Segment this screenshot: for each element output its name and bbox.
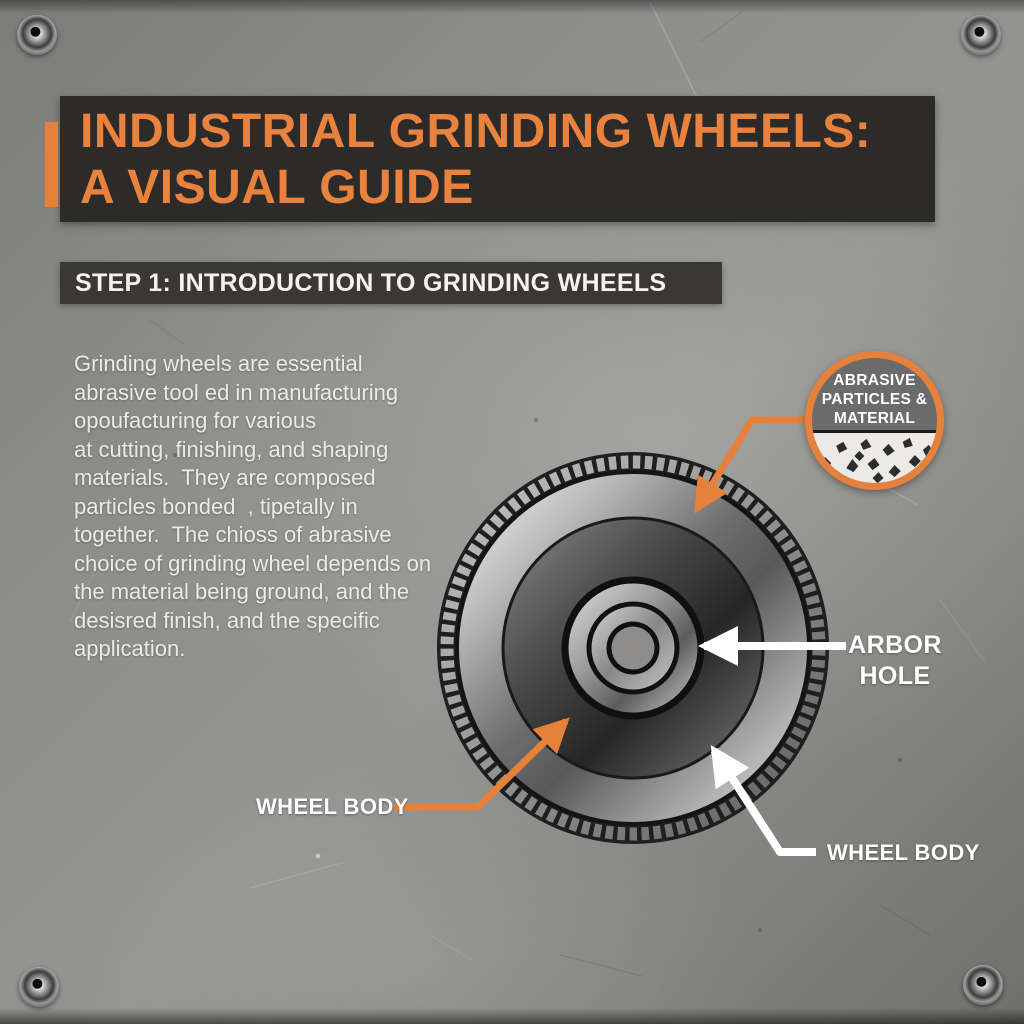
wheel-body-label-left: WHEEL BODY	[256, 794, 409, 819]
abrasive-particles-icon	[820, 437, 933, 483]
screw-bottom-left	[19, 967, 59, 1007]
abrasive-callout-label: ABRASIVE PARTICLES & MATERIAL	[821, 372, 928, 427]
wheel-body-label-right: WHEEL BODY	[827, 840, 980, 865]
step-banner: STEP 1: INTRODUCTION TO GRINDING WHEELS	[60, 262, 722, 304]
abrasive-callout-circle: ABRASIVE PARTICLES & MATERIAL	[805, 351, 944, 490]
abrasive-particles-swatch	[812, 430, 937, 483]
arbor-hole	[606, 621, 660, 675]
arbor-hole-label: ARBOR HOLE	[848, 631, 942, 690]
step-heading: STEP 1: INTRODUCTION TO GRINDING WHEELS	[75, 269, 667, 297]
title-banner: INDUSTRIAL GRINDING WHEELS: A VISUAL GUI…	[60, 96, 935, 222]
title-accent-bar	[45, 122, 58, 207]
screw-top-left	[17, 15, 57, 55]
page-title: INDUSTRIAL GRINDING WHEELS: A VISUAL GUI…	[80, 105, 872, 214]
intro-paragraph: Grinding wheels are essential abrasive t…	[74, 351, 432, 661]
screw-bottom-right	[963, 965, 1003, 1005]
screw-top-right	[961, 15, 1001, 55]
